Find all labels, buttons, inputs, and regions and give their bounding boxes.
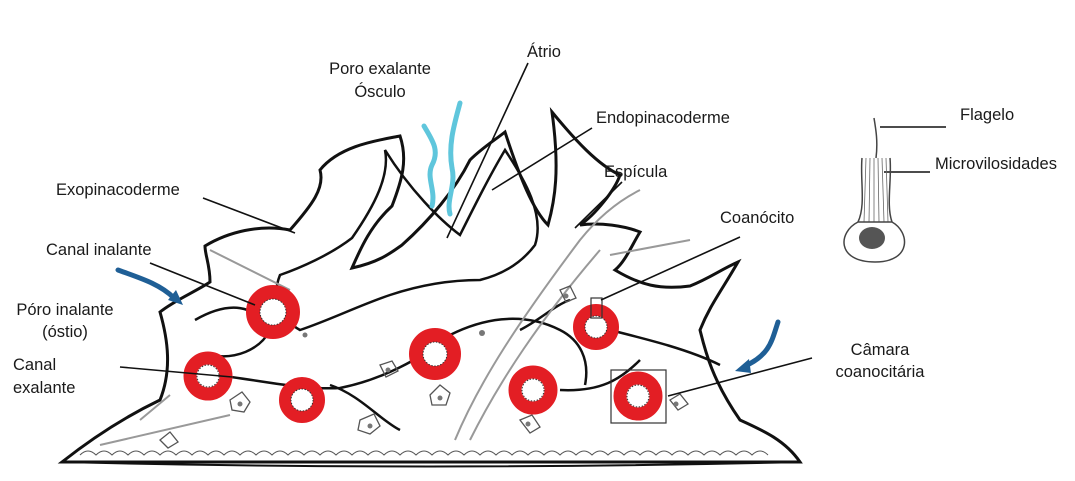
chamber-6 [579, 310, 613, 344]
label-coanocito: Coanócito [720, 208, 794, 228]
label-exalante: exalante [13, 378, 75, 398]
label-osculo: Ósculo [320, 82, 440, 102]
cell-nucleus [859, 227, 885, 249]
label-canal: Canal [13, 355, 56, 375]
label-poro-exalante: Poro exalante [320, 59, 440, 79]
label-exopinacoderme: Exopinacoderme [56, 180, 180, 200]
label-atrio: Átrio [527, 42, 561, 62]
label-microvilosidades: Microvilosidades [935, 154, 1057, 174]
inflow-arrow-left [118, 270, 174, 298]
choanocyte-cell-inset [844, 118, 905, 262]
chamber-1 [253, 292, 293, 332]
chamber-5 [515, 372, 551, 408]
label-endopinacoderme: Endopinacoderme [596, 108, 730, 128]
label-ostio: (óstio) [0, 322, 130, 342]
label-camara: Câmara [820, 340, 940, 360]
flagellum [874, 118, 877, 158]
outflow-arrow-right [745, 322, 778, 366]
label-poro-inalante: Póro inalante [0, 300, 130, 320]
label-flagelo: Flagelo [960, 105, 1014, 125]
label-coanocitaria: coanocitária [820, 362, 940, 382]
outflow-arrowhead-right [735, 359, 751, 373]
osculum-water-left [424, 126, 435, 206]
label-canal-inalante: Canal inalante [46, 240, 152, 260]
label-espicula: Espícula [604, 162, 667, 182]
chamber-3 [285, 383, 319, 417]
chamber-7 [620, 378, 656, 414]
chamber-4 [416, 335, 454, 373]
